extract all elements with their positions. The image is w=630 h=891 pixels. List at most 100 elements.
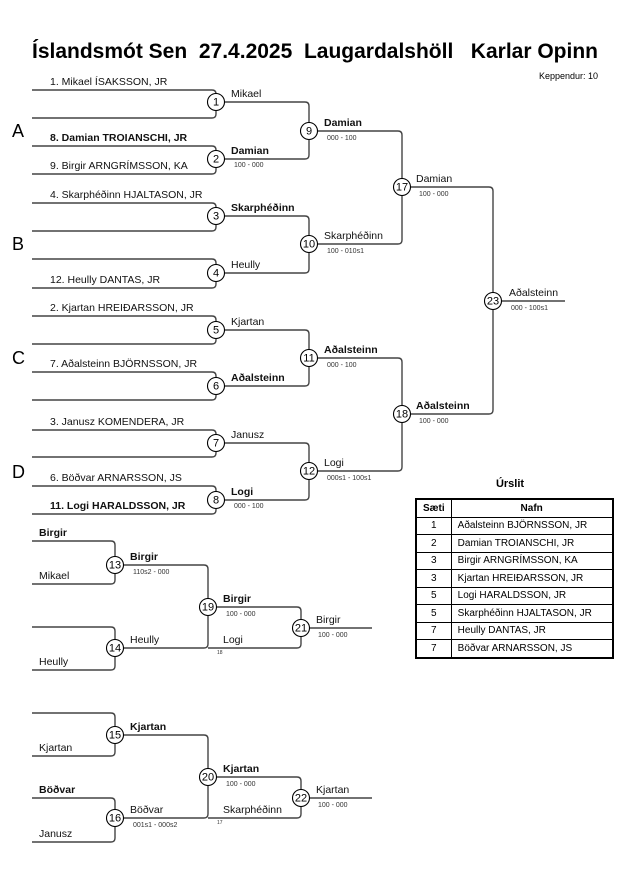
competitor-top: 1. Mikael ÍSAKSSON, JR bbox=[50, 75, 168, 88]
col-name: Nafn bbox=[450, 498, 614, 518]
repechage-competitor-bottom: Mikael bbox=[39, 570, 69, 582]
repechage-competitor-bottom: Janusz bbox=[39, 828, 72, 840]
group-label: D bbox=[12, 462, 25, 482]
bronze-match-number: 21 bbox=[295, 623, 307, 635]
match-number: 6 bbox=[213, 381, 219, 393]
match-winner: Aðalsteinn bbox=[324, 344, 378, 356]
crossover-competitor: Skarphéðinn bbox=[223, 804, 282, 816]
match-score: 100 - 010s1 bbox=[327, 248, 364, 255]
repechage-match-number: 19 bbox=[202, 602, 214, 614]
match-circle bbox=[206, 263, 226, 283]
repechage-competitor-top: Birgir bbox=[39, 527, 67, 539]
match-circle bbox=[206, 490, 226, 510]
place: 7 bbox=[415, 621, 452, 640]
repechage-score: 100 - 000 bbox=[226, 611, 256, 618]
repechage-match-circle bbox=[198, 597, 218, 617]
match-winner: Kjartan bbox=[231, 316, 264, 328]
match-circle bbox=[206, 376, 226, 396]
competitor-bottom: 12. Heully DANTAS, JR bbox=[50, 274, 161, 286]
place: 2 bbox=[415, 534, 452, 553]
repechage-winner: Böðvar bbox=[130, 804, 164, 816]
place: 3 bbox=[415, 551, 452, 570]
crossover-source-match: 18 bbox=[217, 650, 223, 656]
match-score: 100 - 000 bbox=[419, 191, 449, 198]
match-winner: Heully bbox=[231, 259, 261, 271]
match-score: 000 - 100 bbox=[234, 503, 264, 510]
competitor-top: 8. Damian TROIANSCHI, JR bbox=[50, 132, 188, 144]
repechage-winner: Kjartan bbox=[130, 721, 166, 733]
repechage-score: 110s2 - 000 bbox=[133, 569, 170, 576]
participant-count: Keppendur: 10 bbox=[538, 71, 598, 81]
final-winner: Aðalsteinn bbox=[509, 287, 558, 299]
competitor-name: Aðalsteinn BJÖRNSSON, JR bbox=[450, 516, 614, 535]
match-score: 000 - 100 bbox=[327, 362, 357, 369]
final-match-circle bbox=[483, 291, 503, 311]
group-label: C bbox=[12, 348, 25, 368]
match-circle bbox=[206, 206, 226, 226]
repechage-winner: Birgir bbox=[223, 593, 251, 605]
group-label: B bbox=[12, 234, 24, 254]
repechage-match-number: 14 bbox=[109, 643, 121, 655]
match-number: 12 bbox=[303, 466, 315, 478]
competitor-top: 3. Janusz KOMENDERA, JR bbox=[50, 416, 185, 428]
match-winner: Logi bbox=[324, 457, 344, 469]
repechage-competitor-bottom: Heully bbox=[39, 656, 69, 668]
repechage-match-number: 16 bbox=[109, 813, 121, 825]
group-label: A bbox=[12, 121, 24, 141]
place: 7 bbox=[415, 639, 452, 658]
match-bracket bbox=[402, 186, 494, 415]
match-circle bbox=[206, 149, 226, 169]
bronze-match-circle bbox=[291, 618, 311, 638]
match-winner: Damian bbox=[416, 173, 452, 185]
match-winner: Skarphéðinn bbox=[231, 202, 295, 214]
bronze-score: 100 - 000 bbox=[318, 632, 348, 639]
match-circle bbox=[299, 121, 319, 141]
repechage-competitor-bottom: Kjartan bbox=[39, 742, 72, 754]
bronze-match-circle bbox=[291, 788, 311, 808]
bronze-match-number: 22 bbox=[295, 793, 307, 805]
match-score: 100 - 000 bbox=[234, 162, 264, 169]
competitor-top: 2. Kjartan HREIÐARSSON, JR bbox=[50, 302, 194, 314]
match-number: 5 bbox=[213, 325, 219, 337]
match-bracket bbox=[32, 315, 217, 345]
competitor-name: Skarphéðinn HJALTASON, JR bbox=[450, 604, 614, 623]
place: 5 bbox=[415, 586, 452, 605]
competitor-top: 7. Aðalsteinn BJÖRNSSON, JR bbox=[50, 358, 197, 370]
match-circle bbox=[206, 320, 226, 340]
repechage-match-circle bbox=[198, 767, 218, 787]
results-header-row: Sæti Nafn bbox=[415, 498, 614, 518]
competitor-top: 4. Skarphéðinn HJALTASON, JR bbox=[50, 189, 203, 201]
match-number: 18 bbox=[396, 409, 408, 421]
competitor-name: Kjartan HREIÐARSSON, JR bbox=[450, 569, 614, 588]
match-winner: Aðalsteinn bbox=[231, 372, 285, 384]
repechage-winner: Heully bbox=[130, 634, 160, 646]
match-score: 100 - 000 bbox=[419, 418, 449, 425]
repechage-match-number: 13 bbox=[109, 560, 121, 572]
repechage-match-circle bbox=[105, 808, 125, 828]
match-bracket bbox=[309, 130, 403, 245]
competitor-name: Birgir ARNGRÍMSSON, KA bbox=[450, 551, 614, 570]
bronze-winner: Birgir bbox=[316, 614, 341, 626]
repechage-match-circle bbox=[105, 555, 125, 575]
place: 3 bbox=[415, 569, 452, 588]
match-winner: Aðalsteinn bbox=[416, 400, 470, 412]
match-winner: Mikael bbox=[231, 88, 261, 100]
match-winner: Damian bbox=[231, 145, 269, 157]
results-title: Úrslit bbox=[495, 478, 525, 490]
match-number: 17 bbox=[396, 182, 408, 194]
match-number: 4 bbox=[213, 268, 219, 280]
match-number: 10 bbox=[303, 239, 315, 251]
match-circle bbox=[392, 177, 412, 197]
competitor-name: Heully DANTAS, JR bbox=[450, 621, 614, 640]
match-number: 7 bbox=[213, 438, 219, 450]
match-circle bbox=[392, 404, 412, 424]
bronze-score: 100 - 000 bbox=[318, 802, 348, 809]
competitor-bottom: 11. Logi HARALDSSON, JR bbox=[50, 500, 186, 512]
match-winner: Logi bbox=[231, 486, 253, 498]
